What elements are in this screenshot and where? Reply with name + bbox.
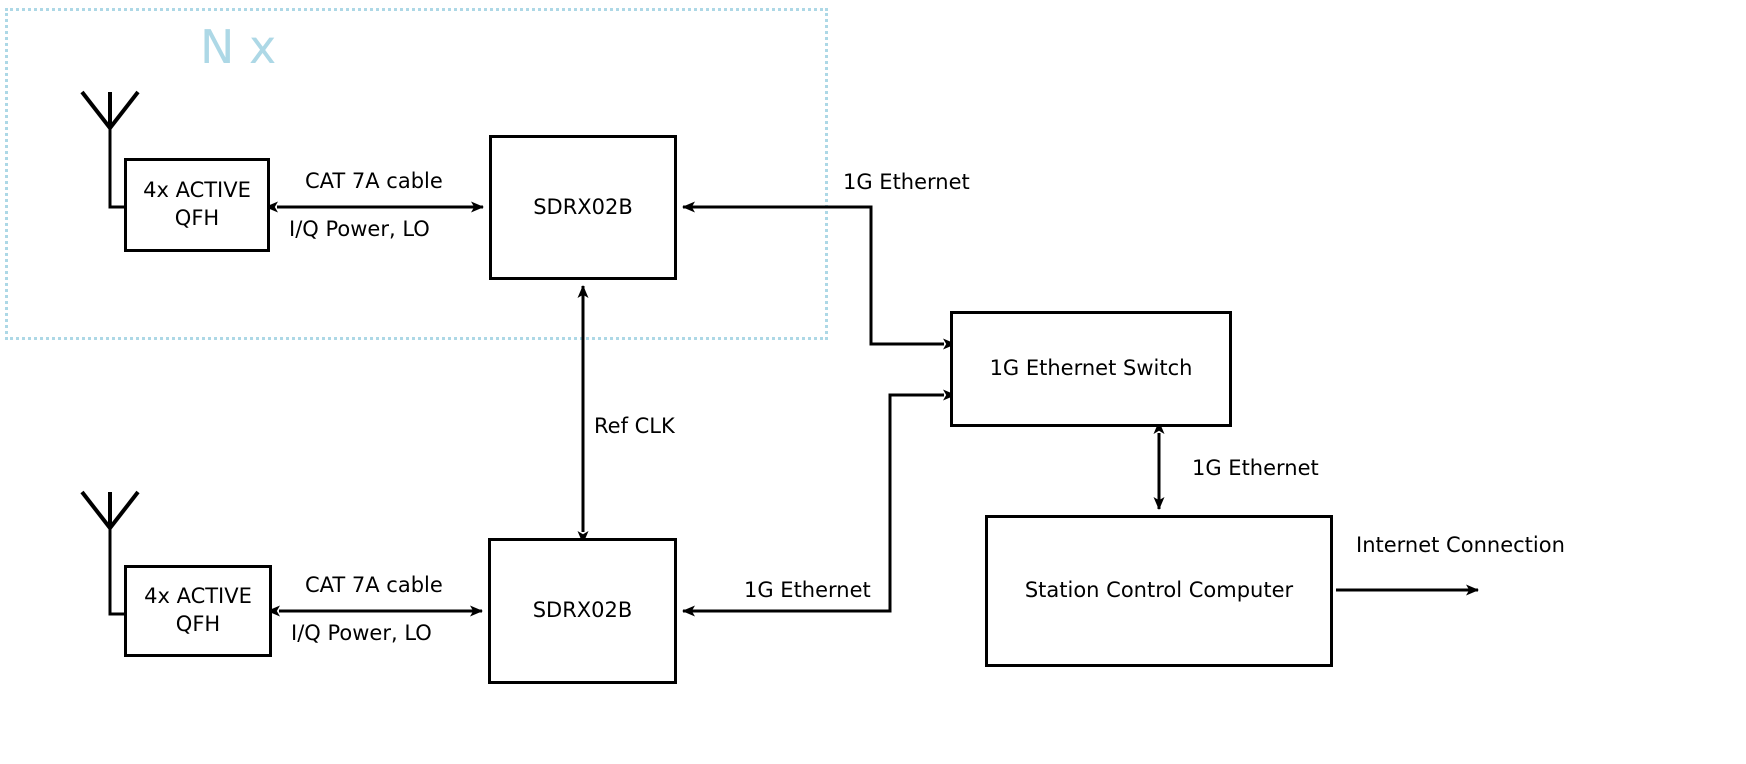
node-sdrx02b-top[interactable]: SDRX02B [489,135,677,280]
edge-label-1g-ethernet-sdr-top: 1G Ethernet [843,170,970,194]
node-label-switch: 1G Ethernet Switch [989,356,1193,381]
node-label-sdr-bottom: SDRX02B [532,598,633,623]
node-label-qfh-top: 4x ACTIVE QFH [143,178,251,230]
edge-label-internet-connection: Internet Connection [1356,533,1565,557]
node-label-sdr-top: SDRX02B [533,194,633,219]
edge-label-iq-power-lo-bottom: I/Q Power, LO [291,621,432,645]
replication-group-frame [5,8,828,340]
node-label-qfh-bottom: 4x ACTIVE QFH [144,584,252,636]
edge-label-iq-power-lo-top: I/Q Power, LO [289,217,430,241]
edge-label-1g-ethernet-sdr-bottom: 1G Ethernet [744,578,871,602]
edge-label-ref-clk: Ref CLK [594,414,675,438]
edge-label-1g-ethernet-switch-computer: 1G Ethernet [1192,456,1319,480]
antenna-bottom-left-arm [80,490,112,530]
edge-label-cat7a-bottom: CAT 7A cable [305,573,443,597]
node-ethernet-switch[interactable]: 1G Ethernet Switch [950,311,1232,427]
replication-group-label: N x [200,20,277,74]
node-sdrx02b-bottom[interactable]: SDRX02B [488,538,677,684]
node-label-computer: Station Control Computer [1024,578,1294,603]
node-station-control-computer[interactable]: Station Control Computer [985,515,1333,667]
node-qfh-antenna-bottom[interactable]: 4x ACTIVE QFH [124,565,272,657]
edge-label-cat7a-top: CAT 7A cable [305,169,443,193]
node-qfh-antenna-top[interactable]: 4x ACTIVE QFH [124,158,270,252]
antenna-bottom-right-arm [108,490,140,530]
